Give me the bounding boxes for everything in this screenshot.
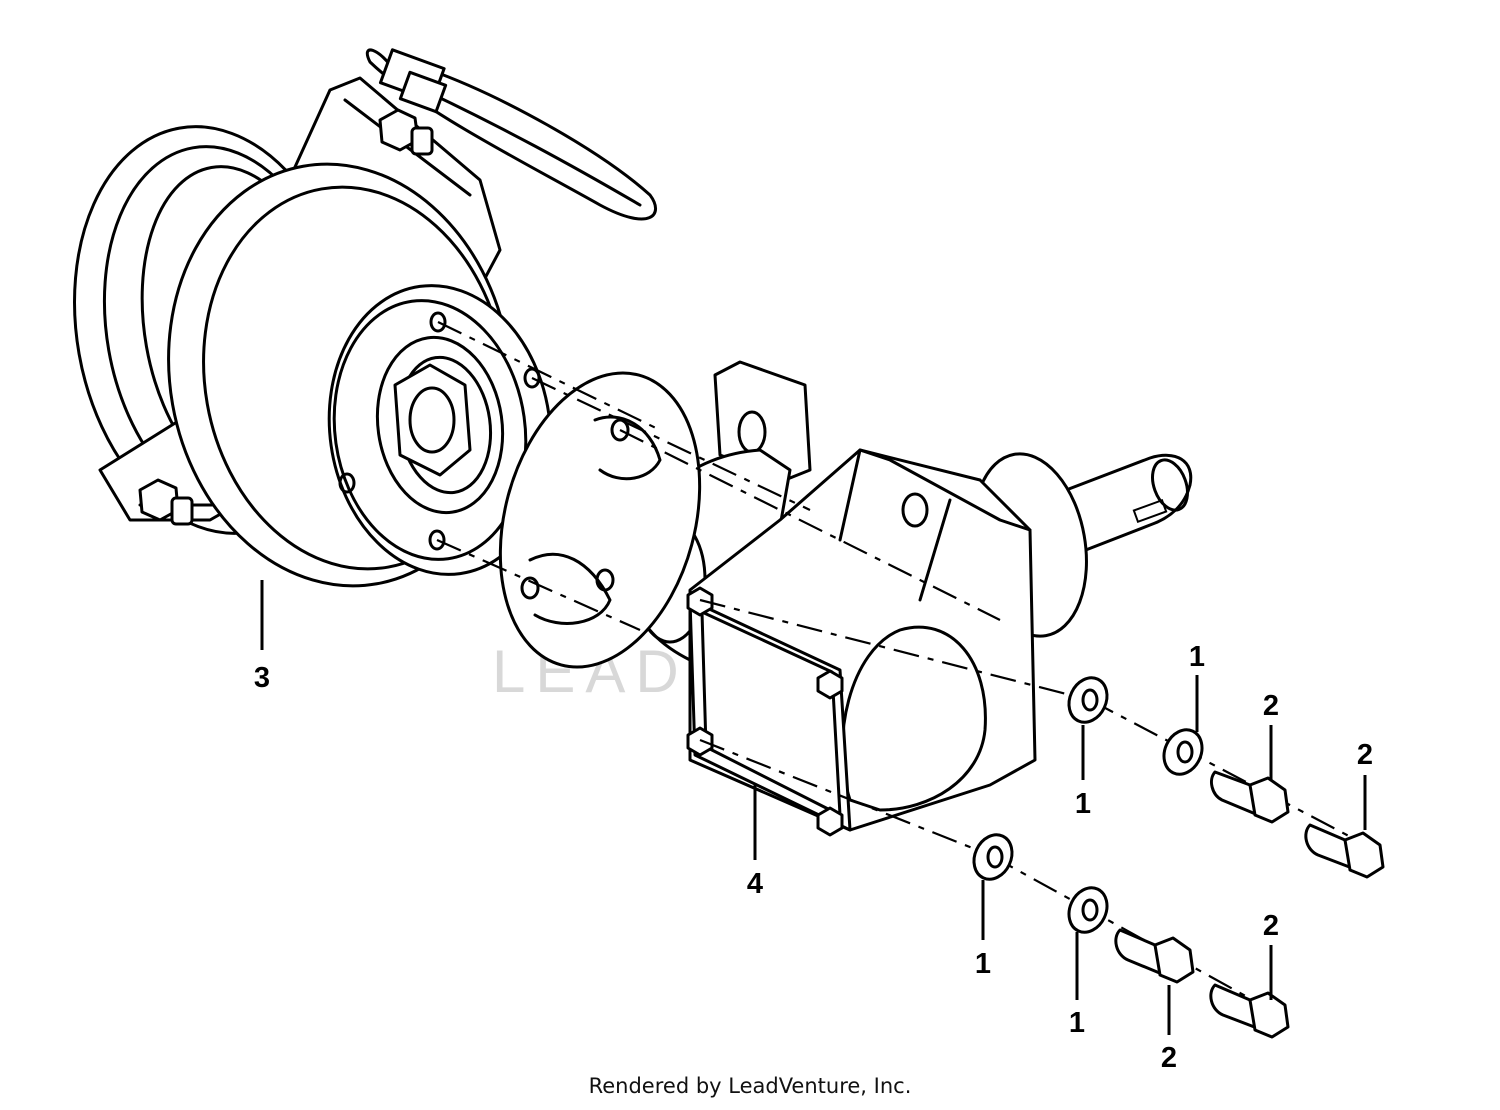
washer-a-upper[interactable] [1062,672,1114,729]
washer-a-lower[interactable] [1157,724,1209,781]
bolt-b-upper[interactable] [1114,928,1195,984]
gearbox-assembly[interactable] [627,360,1194,837]
callout-bolt-b-upper: 2 [1263,910,1279,942]
washer-b-lower[interactable] [1062,882,1114,939]
washer-b-upper[interactable] [967,829,1019,886]
callout-washer-b-upper: 1 [975,948,991,980]
callout-gearbox: 4 [747,868,763,900]
callout-bolt-a-upper: 2 [1263,690,1279,722]
electric-clutch[interactable] [43,48,657,614]
bolt-a-upper[interactable] [1210,770,1290,824]
callout-clutch: 3 [254,662,270,694]
bolt-b-lower[interactable] [1209,983,1290,1039]
callout-washer-a-lower: 1 [1075,788,1091,820]
footer-credit: Rendered by LeadVenture, Inc. [588,1074,912,1098]
adapter-plate[interactable] [469,351,730,690]
callout-washer-b-lower: 1 [1069,1007,1085,1039]
bolt-a-lower[interactable] [1304,823,1385,879]
callout-washer-a-upper: 1 [1189,641,1205,673]
leader-lines [260,580,1367,1035]
callout-labels: 3 4 1 1 1 1 2 2 2 2 [254,641,1373,1074]
callout-bolt-b-lower: 2 [1161,1042,1177,1074]
callout-bolt-a-lower: 2 [1357,739,1373,771]
